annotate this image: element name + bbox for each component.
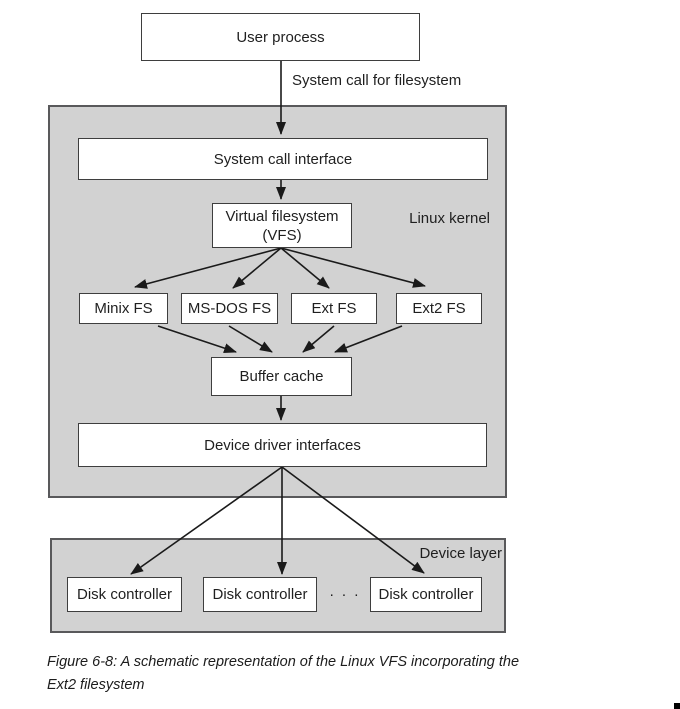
arrow-vfs-to-minix — [134, 247, 282, 289]
vfs-label-line2: (VFS) — [262, 226, 302, 244]
arrow-minix-to-buffer — [157, 325, 237, 353]
buffer-cache-box: Buffer cache — [211, 357, 352, 396]
disk-controller-label: Disk controller — [76, 586, 173, 603]
disk-controller-label: Disk controller — [212, 586, 308, 603]
msdos-fs-box: MS-DOS FS — [181, 293, 278, 324]
arrow-msdos-to-buffer — [228, 325, 273, 353]
page-corner-mark — [674, 703, 680, 709]
disk-controller-box-3: Disk controller — [370, 577, 482, 612]
arrow-ddi-to-disk3 — [281, 466, 425, 574]
msdos-fs-label: MS-DOS FS — [187, 300, 272, 317]
device-driver-interfaces-box: Device driver interfaces — [78, 423, 487, 467]
system-call-interface-label: System call interface — [213, 150, 353, 168]
vfs-label-line1: Virtual filesystem — [225, 207, 339, 225]
ext2-fs-label: Ext2 FS — [412, 300, 466, 317]
disk-controller-box-1: Disk controller — [67, 577, 182, 612]
caption-line-2: Ext2 filesystem — [47, 677, 145, 693]
minix-fs-label: Minix FS — [94, 300, 153, 317]
arrow-vfs-to-ext — [280, 247, 330, 289]
ellipsis-label: . . . — [329, 583, 361, 600]
minix-fs-box: Minix FS — [79, 293, 168, 324]
system-call-interface-box: System call interface — [78, 138, 488, 180]
arrow-vfs-to-msdos — [232, 247, 282, 289]
user-process-label: User process — [236, 28, 325, 46]
disk-controller-box-2: Disk controller — [203, 577, 317, 612]
arrow-vfs-to-ext2 — [280, 247, 426, 288]
caption-line-1: Figure 6-8: A schematic representation o… — [47, 654, 520, 670]
disk-controller-label: Disk controller — [378, 586, 474, 603]
device-layer-region-label: Device layer — [419, 545, 502, 562]
arrow-ddi-to-disk1 — [130, 466, 283, 575]
virtual-filesystem-box: Virtual filesystem (VFS) — [212, 203, 352, 248]
arrow-ext2-to-buffer — [334, 325, 403, 353]
ext2-fs-box: Ext2 FS — [396, 293, 482, 324]
system-call-annotation: System call for filesystem — [292, 72, 462, 89]
ext-fs-label: Ext FS — [311, 300, 357, 317]
buffer-cache-label: Buffer cache — [239, 368, 324, 385]
figure-caption: Figure 6-8: A schematic representation o… — [47, 651, 519, 697]
user-process-box: User process — [141, 13, 420, 61]
linux-kernel-region-label: Linux kernel — [409, 210, 490, 227]
ext-fs-box: Ext FS — [291, 293, 377, 324]
arrow-ext-to-buffer — [302, 325, 335, 353]
device-driver-interfaces-label: Device driver interfaces — [204, 436, 361, 454]
